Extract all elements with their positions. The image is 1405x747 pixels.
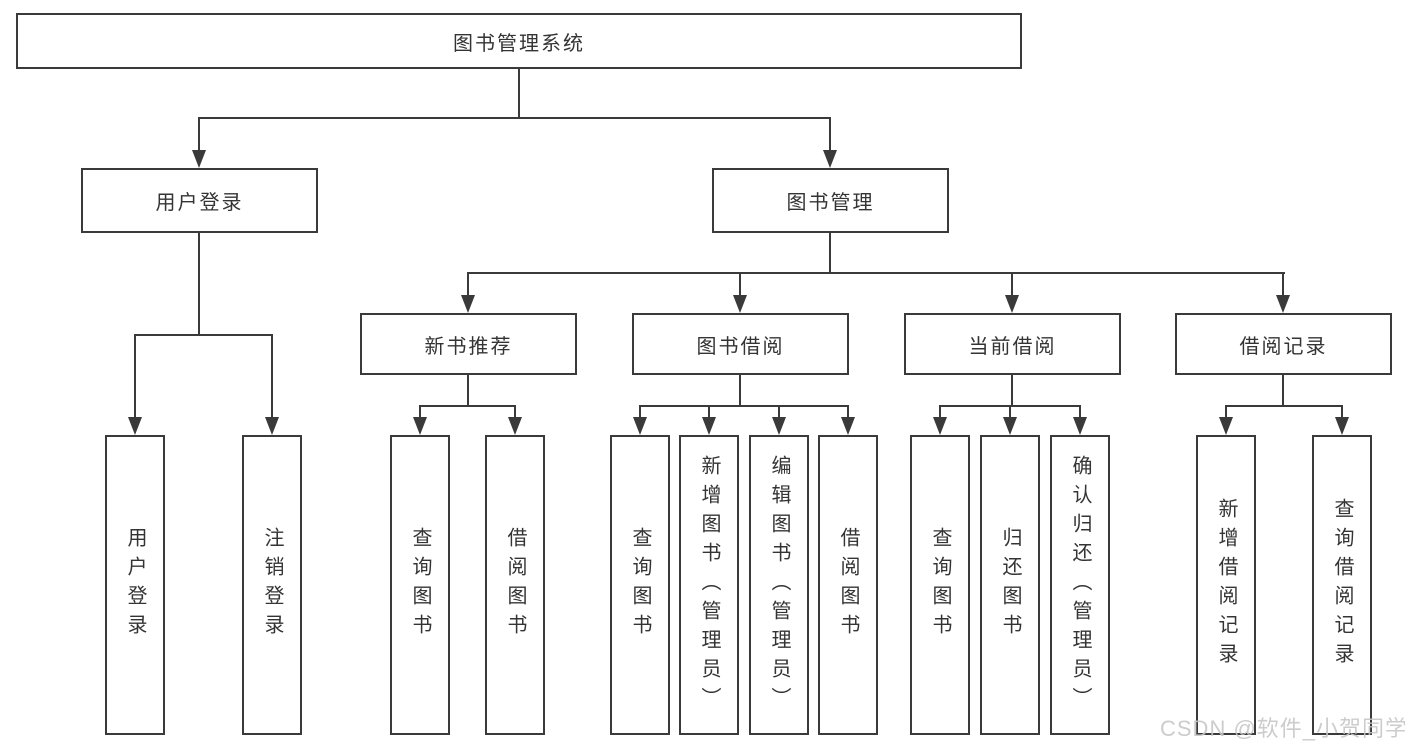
connector-leaf-stem	[1225, 405, 1227, 419]
csdn-watermark: CSDN @软件_小贺同学	[1160, 716, 1405, 741]
connector-new-book-rec-stem	[467, 375, 469, 405]
leaf-label: 注销登录	[261, 527, 283, 643]
leaf-add-books-admin: 新增图书（管理员）	[679, 435, 739, 735]
connector-new-book-rec-bus	[419, 405, 516, 407]
connector-leaf-stem	[778, 405, 780, 419]
leaf-query-borrow-record: 查询借阅记录	[1312, 435, 1372, 735]
node-library-management-system: 图书管理系统	[16, 13, 1022, 69]
node-label: 新书推荐	[424, 335, 513, 358]
connector-leaf-stem	[1009, 405, 1011, 419]
arrowhead-book-mgmt	[823, 150, 837, 168]
connector-to-new-book-rec	[467, 272, 469, 297]
connector-to-user-login	[198, 117, 200, 152]
arrowhead-leaf	[1003, 417, 1017, 435]
node-new-book-recommend: 新书推荐	[360, 313, 577, 375]
arrowhead-book-borrow	[733, 295, 747, 313]
arrowhead-leaf	[1335, 417, 1349, 435]
connector-root-bus	[198, 117, 831, 119]
leaf-label: 查询图书	[409, 527, 431, 643]
leaf-edit-books-admin: 编辑图书（管理员）	[749, 435, 809, 735]
arrowhead-leaf-login	[128, 417, 142, 435]
leaf-label: 编辑图书（管理员）	[768, 454, 790, 716]
leaf-query-books-borrow: 查询图书	[610, 435, 670, 735]
leaf-confirm-return-admin: 确认归还（管理员）	[1050, 435, 1110, 735]
connector-current-borrow-stem	[1011, 375, 1013, 405]
leaf-query-books-current: 查询图书	[910, 435, 970, 735]
arrowhead-leaf	[508, 417, 522, 435]
arrowhead-leaf	[633, 417, 647, 435]
leaf-label: 归还图书	[999, 527, 1021, 643]
connector-borrow-records-bus	[1225, 405, 1343, 407]
leaf-label: 查询借阅记录	[1331, 498, 1353, 672]
connector-to-leaf-logout	[271, 334, 273, 419]
arrowhead-leaf	[702, 417, 716, 435]
node-label: 当前借阅	[968, 335, 1057, 358]
connector-to-current-borrow	[1011, 272, 1013, 297]
node-current-borrowing: 当前借阅	[904, 313, 1121, 375]
arrowhead-leaf	[413, 417, 427, 435]
node-label: 借阅记录	[1239, 335, 1328, 358]
connector-leaf-stem	[419, 405, 421, 419]
connector-to-book-borrow	[739, 272, 741, 297]
leaf-query-books-recommend: 查询图书	[390, 435, 450, 735]
node-label: 图书管理系统	[453, 32, 585, 55]
leaf-label: 借阅图书	[504, 527, 526, 643]
connector-borrow-records-stem	[1282, 375, 1284, 405]
node-label: 图书管理	[786, 192, 875, 214]
leaf-label: 查询图书	[629, 527, 651, 643]
connector-leaf-stem	[639, 405, 641, 419]
connector-to-leaf-login	[134, 334, 136, 419]
arrowhead-leaf	[1073, 417, 1087, 435]
connector-leaf-stem	[1079, 405, 1081, 419]
arrowhead-leaf	[1219, 417, 1233, 435]
connector-book-borrow-stem	[739, 375, 741, 405]
node-label: 用户登录	[155, 192, 244, 214]
connector-to-borrow-records	[1282, 272, 1284, 297]
node-label: 图书借阅	[696, 335, 785, 358]
leaf-label: 用户登录	[124, 527, 146, 643]
node-book-borrowing: 图书借阅	[632, 313, 849, 375]
leaf-borrow-books: 借阅图书	[818, 435, 878, 735]
leaf-return-books: 归还图书	[980, 435, 1040, 735]
leaf-logout: 注销登录	[242, 435, 302, 735]
connector-user-login-stem	[198, 233, 200, 334]
leaf-label: 查询图书	[929, 527, 951, 643]
leaf-label: 借阅图书	[837, 527, 859, 643]
connector-leaf-stem	[939, 405, 941, 419]
arrowhead-current-borrow	[1005, 295, 1019, 313]
arrowhead-leaf-logout	[265, 417, 279, 435]
connector-leaf-stem	[514, 405, 516, 419]
arrowhead-leaf	[841, 417, 855, 435]
connector-book-borrow-bus	[639, 405, 849, 407]
leaf-label: 新增借阅记录	[1215, 498, 1237, 672]
node-borrowing-records: 借阅记录	[1175, 313, 1392, 375]
node-user-login: 用户登录	[81, 168, 318, 233]
leaf-user-login: 用户登录	[105, 435, 165, 735]
arrowhead-borrow-records	[1276, 295, 1290, 313]
connector-leaf-stem	[1341, 405, 1343, 419]
leaf-add-borrow-record: 新增借阅记录	[1196, 435, 1256, 735]
arrowhead-leaf	[933, 417, 947, 435]
arrowhead-new-book-rec	[461, 295, 475, 313]
connector-to-book-mgmt	[829, 117, 831, 152]
connector-leaf-stem	[708, 405, 710, 419]
connector-book-mgmt-stem	[829, 233, 831, 272]
connector-root-stem	[518, 68, 520, 117]
connector-level3-bus	[467, 272, 1285, 274]
arrowhead-user-login	[192, 150, 206, 168]
arrowhead-leaf	[772, 417, 786, 435]
connector-user-login-bus	[134, 334, 273, 336]
leaf-label: 新增图书（管理员）	[698, 454, 720, 716]
node-book-management: 图书管理	[712, 168, 949, 233]
leaf-label: 确认归还（管理员）	[1069, 454, 1091, 716]
leaf-borrow-books-recommend: 借阅图书	[485, 435, 545, 735]
connector-leaf-stem	[847, 405, 849, 419]
